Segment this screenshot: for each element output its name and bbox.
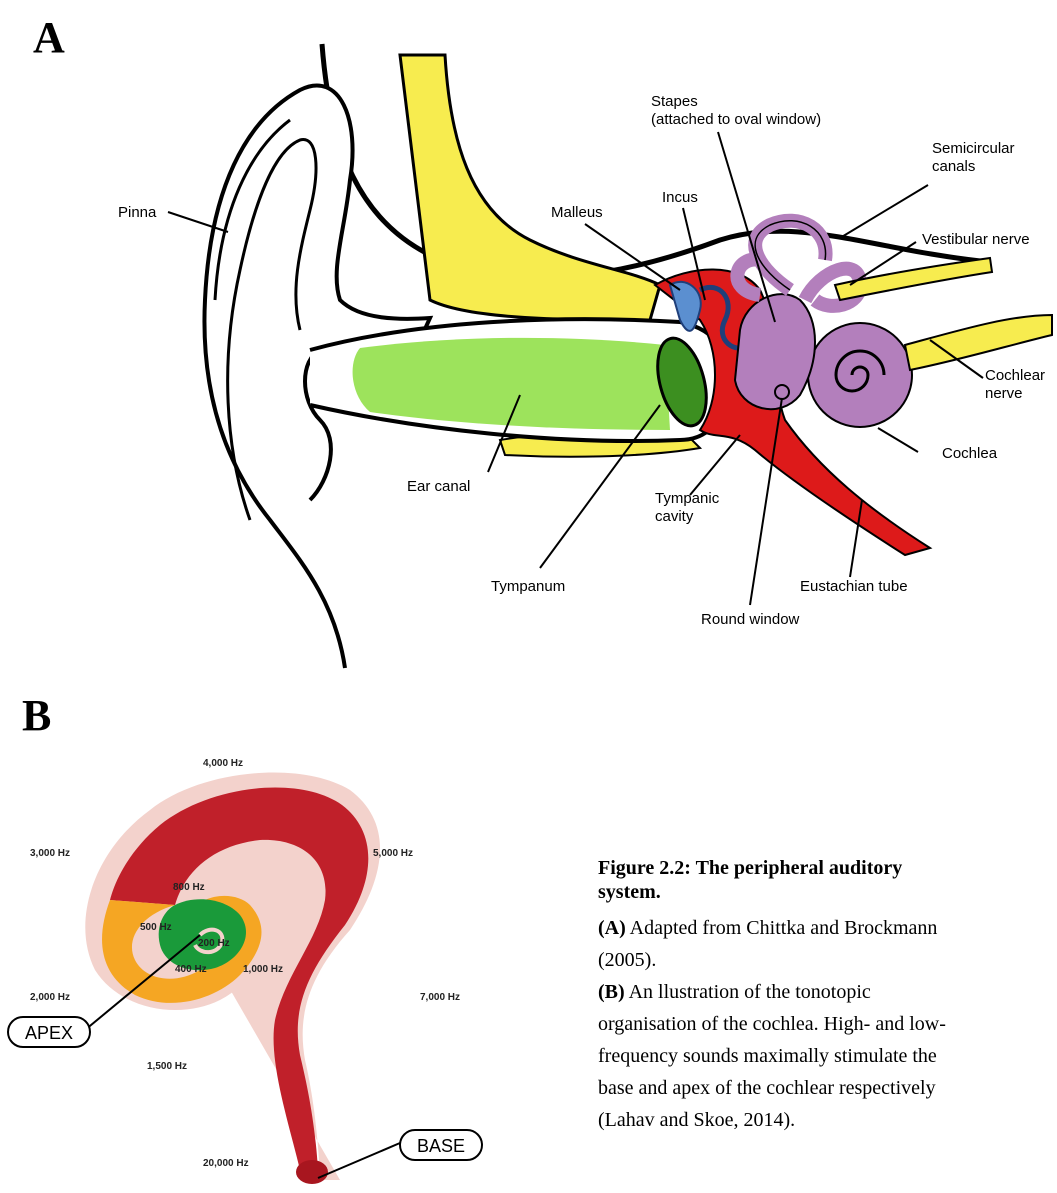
cochlea-purple (808, 323, 912, 427)
freq-2000: 2,000 Hz (30, 992, 70, 1003)
base-end (296, 1160, 328, 1184)
caption-a-line: (A) Adapted from Chittka and Brockmann (598, 912, 1057, 944)
caption-b-line: (B) An llustration of the tonotopic (598, 976, 1057, 1008)
caption-title: Figure 2.2: The peripheral auditory syst… (598, 856, 1057, 904)
freq-1000: 1,000 Hz (243, 964, 283, 975)
caption-b-text-4: base and apex of the cochlear respective… (598, 1072, 1057, 1104)
round-window (775, 385, 789, 399)
label-cochlear-nerve: nerve (985, 385, 1023, 402)
base-leader (318, 1143, 400, 1178)
freq-500: 500 Hz (140, 922, 172, 933)
freq-1500: 1,500 Hz (147, 1061, 187, 1072)
caption-b-text-2: organisation of the cochlea. High- and l… (598, 1008, 1057, 1040)
freq-5000: 5,000 Hz (373, 848, 413, 859)
label-canals: canals (932, 158, 975, 175)
label-cavity: cavity (655, 508, 694, 525)
freq-800: 800 Hz (173, 882, 205, 893)
caption-a-text: Adapted from Chittka and Brockmann (630, 917, 938, 939)
label-stapes: Stapes (651, 93, 698, 110)
label-vestibular-nerve: Vestibular nerve (922, 231, 1030, 248)
caption-a-tag: (A) (598, 917, 626, 939)
label-incus: Incus (662, 189, 698, 206)
label-tympanic: Tympanic (655, 490, 720, 507)
freq-20000: 20,000 Hz (203, 1158, 249, 1169)
freq-7000: 7,000 Hz (420, 992, 460, 1003)
caption-b-tag: (B) (598, 981, 625, 1003)
freq-400: 400 Hz (175, 964, 207, 975)
caption-title-line-2: system. (598, 880, 1057, 904)
label-eustachian: Eustachian tube (800, 578, 908, 595)
figure-caption: Figure 2.2: The peripheral auditory syst… (598, 856, 1057, 1136)
caption-b-text-1: An llustration of the tonotopic (629, 981, 871, 1003)
caption-b-text-5: (Lahav and Skoe, 2014). (598, 1104, 1057, 1136)
cochlear-nerve (905, 315, 1052, 370)
label-cochlear: Cochlear (985, 367, 1045, 384)
caption-b-text-3: frequency sounds maximally stimulate the (598, 1040, 1057, 1072)
caption-a-year: (2005). (598, 944, 1057, 976)
cochlea-tonotopy-diagram: APEX BASE 4,000 Hz 3,000 Hz 5,000 Hz 800… (0, 0, 598, 1193)
caption-title-line-1: Figure 2.2: The peripheral auditory (598, 856, 1057, 880)
freq-3000: 3,000 Hz (30, 848, 70, 859)
freq-4000: 4,000 Hz (203, 758, 243, 769)
base-callout: BASE (417, 1136, 465, 1156)
label-semicircular: Semicircular (932, 140, 1015, 157)
apex-callout: APEX (25, 1023, 73, 1043)
freq-200: 200 Hz (198, 938, 230, 949)
label-stapes-note: (attached to oval window) (651, 111, 821, 128)
label-round-window: Round window (701, 611, 800, 628)
label-cochlea: Cochlea (942, 445, 998, 462)
